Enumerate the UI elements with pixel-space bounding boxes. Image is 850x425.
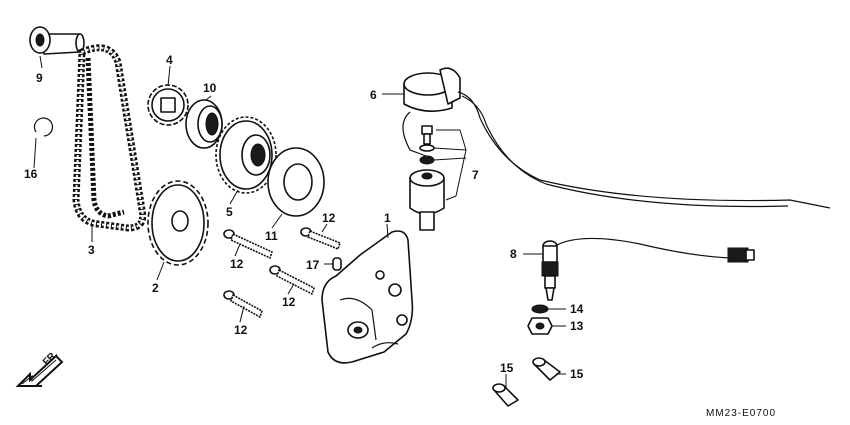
part-16-circlip xyxy=(33,117,54,137)
callout-12a: 12 xyxy=(230,257,244,271)
bolt-12b xyxy=(300,227,341,250)
bolt-12c xyxy=(269,265,315,295)
part-4-small-sprocket xyxy=(147,84,189,126)
part-8-probe xyxy=(541,237,755,301)
callout-1: 1 xyxy=(384,211,391,225)
callout-5: 5 xyxy=(226,205,233,219)
leader-lines xyxy=(33,55,566,388)
bolt-12d xyxy=(223,290,263,318)
callout-12d: 12 xyxy=(234,323,248,337)
part-11-plate xyxy=(267,147,325,217)
callout-15a: 15 xyxy=(500,361,514,375)
callout-2: 2 xyxy=(152,281,159,295)
part-5-gear xyxy=(215,116,277,194)
callout-11: 11 xyxy=(265,229,278,243)
bolt-12a xyxy=(223,229,273,259)
callout-4: 4 xyxy=(166,53,173,67)
part-9-collar xyxy=(29,26,85,55)
callout-16: 16 xyxy=(24,167,38,181)
part-1-pump-body xyxy=(321,230,414,364)
callout-12b: 12 xyxy=(322,211,336,225)
diagram-code: MM23-E0700 xyxy=(706,408,776,419)
callout-9: 9 xyxy=(36,71,43,85)
part-17-dowel xyxy=(332,257,342,271)
callout-13: 13 xyxy=(570,319,584,333)
callout-12c: 12 xyxy=(282,295,296,309)
callout-17: 17 xyxy=(306,258,320,272)
callout-7: 7 xyxy=(472,168,479,182)
front-direction-arrow: FR. xyxy=(15,349,64,387)
part-13-nut xyxy=(527,317,553,335)
callout-8: 8 xyxy=(510,247,517,261)
callout-14: 14 xyxy=(570,302,584,316)
part-15-cap-a xyxy=(492,383,519,407)
part-14-washer xyxy=(531,304,549,314)
part-10-collar xyxy=(185,99,223,149)
part-6-sensor xyxy=(402,67,831,209)
part-7-switch-assy xyxy=(409,125,467,231)
callout-15b: 15 xyxy=(570,367,584,381)
part-3-chain xyxy=(72,44,147,232)
callout-3: 3 xyxy=(88,243,95,257)
part-2-large-sprocket xyxy=(147,180,209,266)
part-15-cap-b xyxy=(532,357,561,381)
callout-6: 6 xyxy=(370,88,377,102)
callout-10: 10 xyxy=(203,81,217,95)
